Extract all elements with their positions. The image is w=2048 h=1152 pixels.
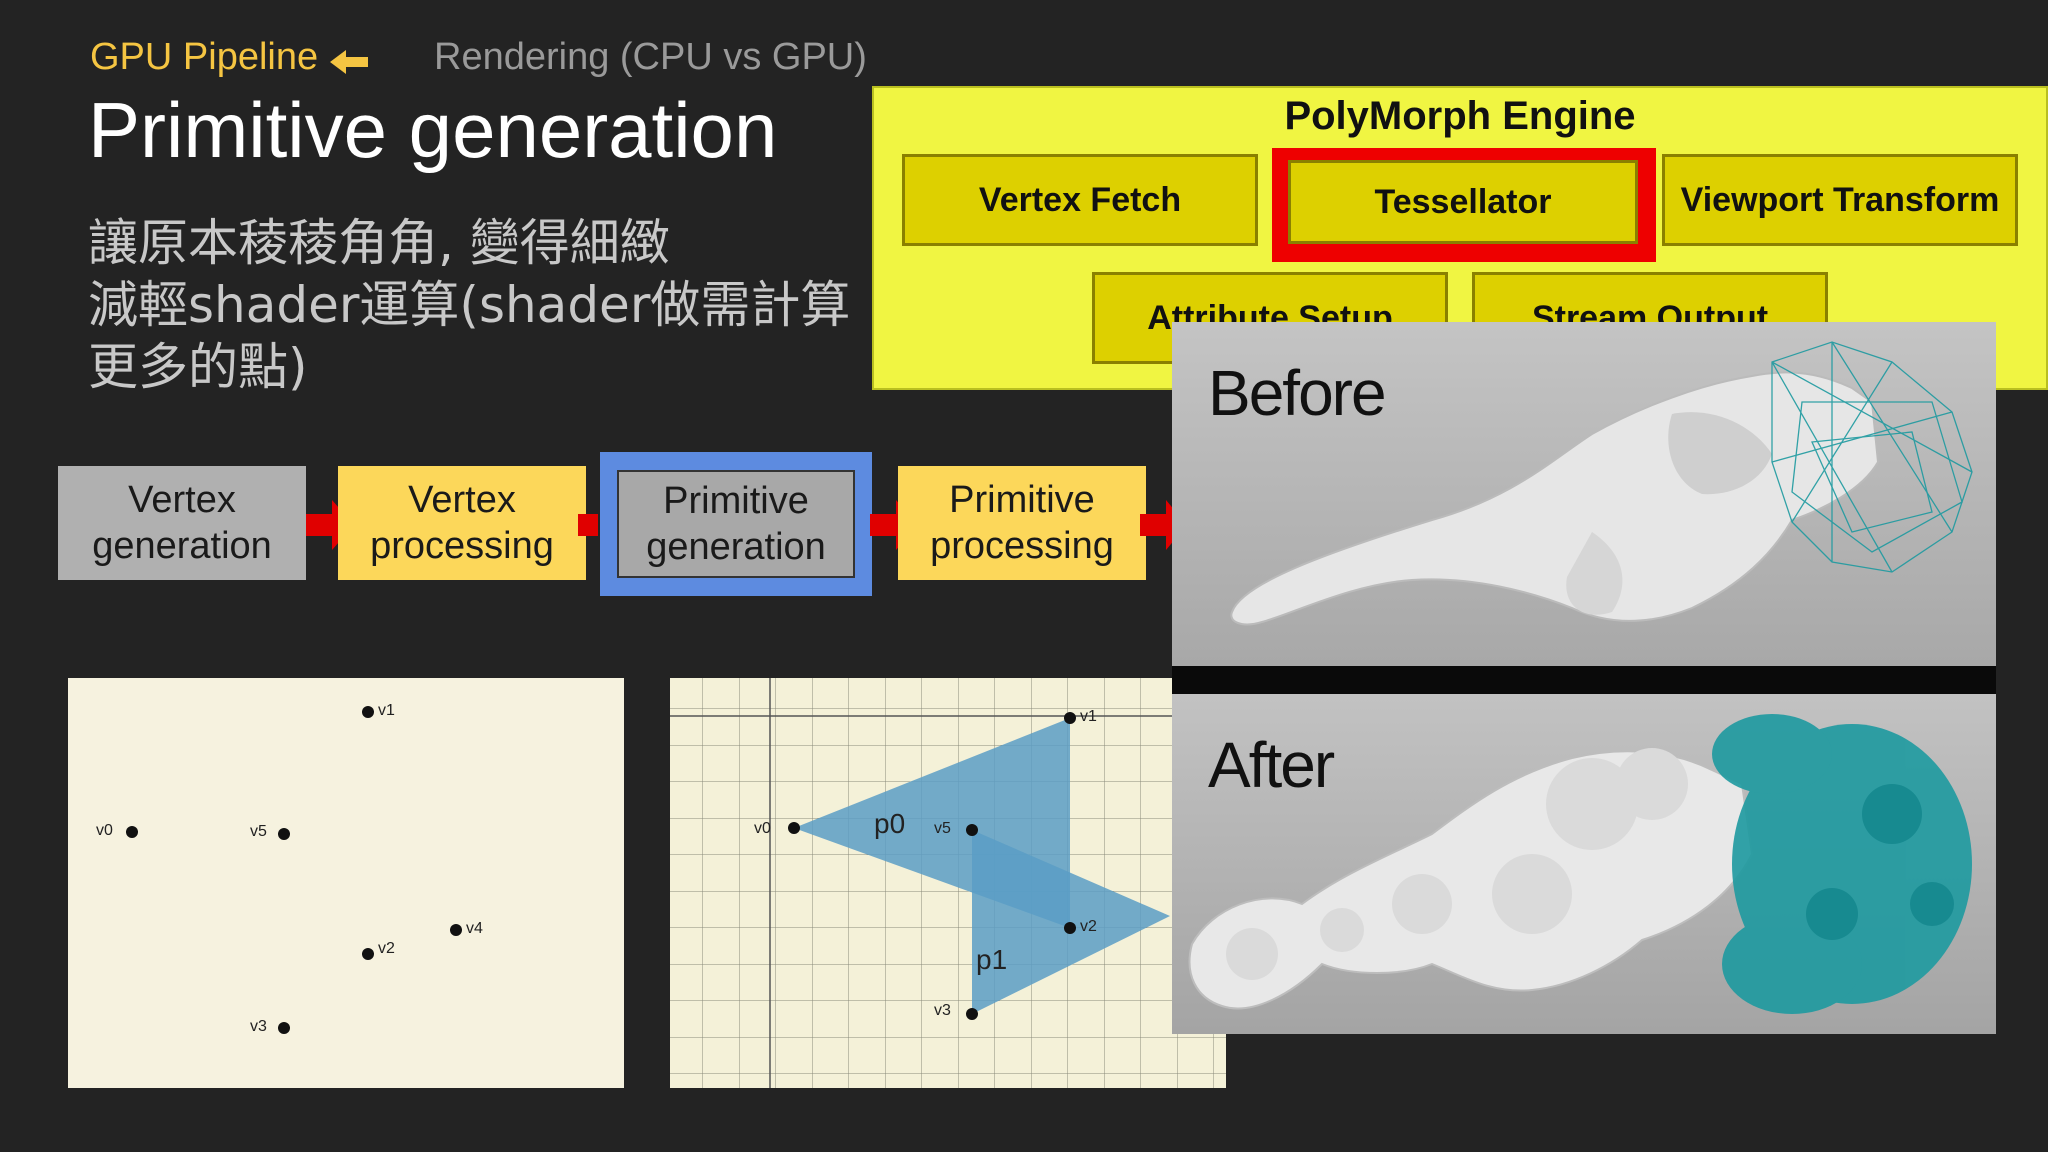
vertex-dot <box>362 706 374 718</box>
unit-tessellator: Tessellator <box>1288 160 1638 244</box>
vertex-label: v1 <box>1080 708 1097 725</box>
stage-label: Primitive <box>949 479 1095 521</box>
vertex-dot <box>966 1008 978 1020</box>
vertex-label: v4 <box>466 920 483 937</box>
description: 讓原本稜稜角角, 變得細緻 減輕shader運算(shader做需計算 更多的點… <box>88 212 850 398</box>
vertex-label: v1 <box>378 702 395 719</box>
before-image: Before <box>1172 322 1996 666</box>
vertex-dot <box>1064 712 1076 724</box>
vertex-dot <box>278 1022 290 1034</box>
after-label: After <box>1208 729 1335 801</box>
primitive-label: p0 <box>874 808 906 839</box>
stage-label: processing <box>370 525 554 567</box>
separator <box>1172 666 1996 694</box>
stage-label: processing <box>930 525 1114 567</box>
stage-label: Vertex <box>408 479 516 521</box>
vertex-label: v0 <box>96 822 113 839</box>
arrow-right-icon <box>578 514 598 536</box>
vertex-label: v2 <box>378 940 395 957</box>
stage-label: generation <box>92 525 272 567</box>
vertex-dot <box>126 826 138 838</box>
vertex-dot <box>1064 922 1076 934</box>
stage-label: Primitive <box>663 480 809 522</box>
breadcrumb-other[interactable]: Rendering (CPU vs GPU) <box>434 36 867 78</box>
arrow-right-icon <box>1140 500 1176 550</box>
after-image: After <box>1172 694 1996 1034</box>
vertex-label: v5 <box>250 823 267 840</box>
breadcrumb-active[interactable]: GPU Pipeline <box>90 36 319 78</box>
after-mesh-graphic <box>1188 714 1972 1014</box>
arrow-left-icon <box>330 50 368 74</box>
primitive-label: p1 <box>976 944 1008 975</box>
before-label: Before <box>1208 357 1387 429</box>
description-line: 更多的點) <box>88 338 308 396</box>
vertex-dot <box>362 948 374 960</box>
grid-graphic <box>670 678 1226 1088</box>
before-mesh-graphic <box>1230 341 1973 626</box>
vertex-dot <box>788 822 800 834</box>
vertex-label: v5 <box>934 820 951 837</box>
unit-vertex-fetch: Vertex Fetch <box>902 154 1258 246</box>
vertex-label: v2 <box>1080 918 1097 935</box>
stage-label: Vertex <box>128 479 236 521</box>
polymorph-title: PolyMorph Engine <box>1284 94 1636 138</box>
vertex-label: v3 <box>250 1018 267 1035</box>
vertex-dot <box>278 828 290 840</box>
description-line: 減輕shader運算(shader做需計算 <box>88 276 851 334</box>
vertex-dot <box>450 924 462 936</box>
vertices-diagram: v1 v0 v5 v4 v2 v3 <box>68 678 624 1088</box>
vertex-label: v0 <box>754 820 771 837</box>
page-title: Primitive generation <box>88 86 778 174</box>
stage-label: generation <box>646 526 826 568</box>
description-line: 讓原本稜稜角角, 變得細緻 <box>88 214 670 272</box>
unit-viewport-transform: Viewport Transform <box>1662 154 2018 246</box>
vertex-label: v3 <box>934 1002 951 1019</box>
vertex-dot <box>966 824 978 836</box>
primitives-diagram: v1 v0 p0 v5 v2 p1 v3 <box>670 678 1226 1088</box>
